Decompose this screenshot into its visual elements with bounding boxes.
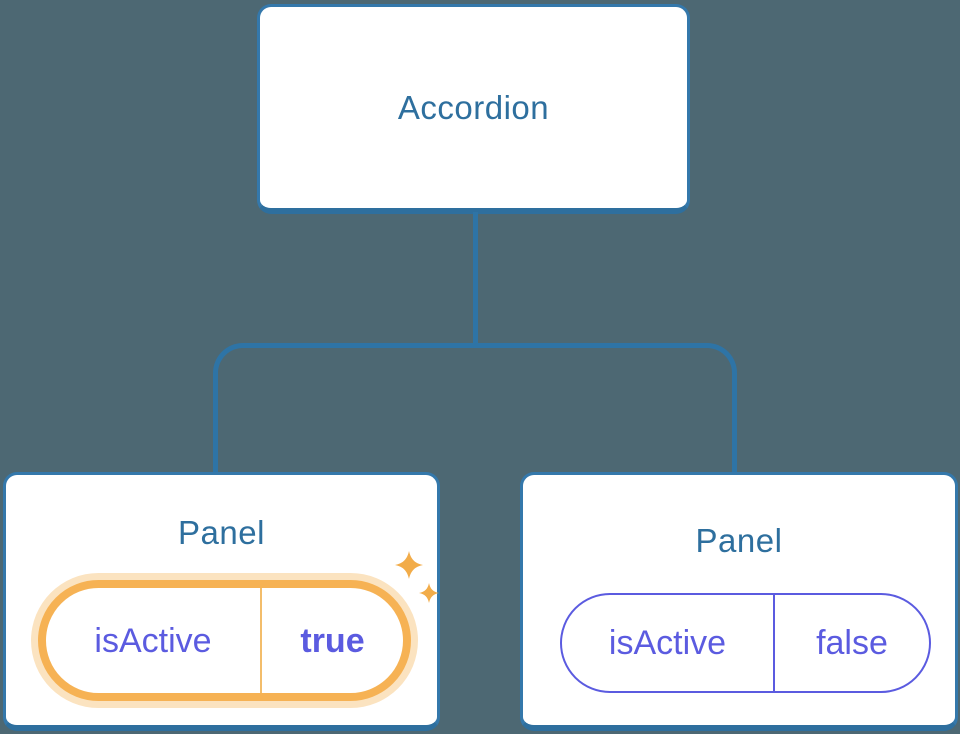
prop-value-label: false xyxy=(816,624,888,662)
panel-node-label: Panel xyxy=(178,514,265,551)
pill-divider xyxy=(773,595,775,691)
accordion-node: Accordion xyxy=(257,4,690,214)
tree-connector-bracket xyxy=(213,343,737,472)
prop-name-label: isActive xyxy=(608,624,727,662)
sparkles-icon xyxy=(395,551,439,603)
panel-node-label: Panel xyxy=(695,522,783,559)
prop-pill-active: isActive true xyxy=(38,580,411,701)
prop-pill-inactive: isActive false xyxy=(560,593,931,693)
pill-divider xyxy=(260,588,262,693)
accordion-node-label: Accordion xyxy=(397,89,550,126)
panel-node-inactive: Panel isActive false xyxy=(520,472,958,731)
panel-node-active: Panel isActive true xyxy=(3,472,440,731)
tree-connector-stem xyxy=(473,212,478,345)
prop-value-label: true xyxy=(300,621,365,660)
prop-name-label: isActive xyxy=(94,621,212,660)
